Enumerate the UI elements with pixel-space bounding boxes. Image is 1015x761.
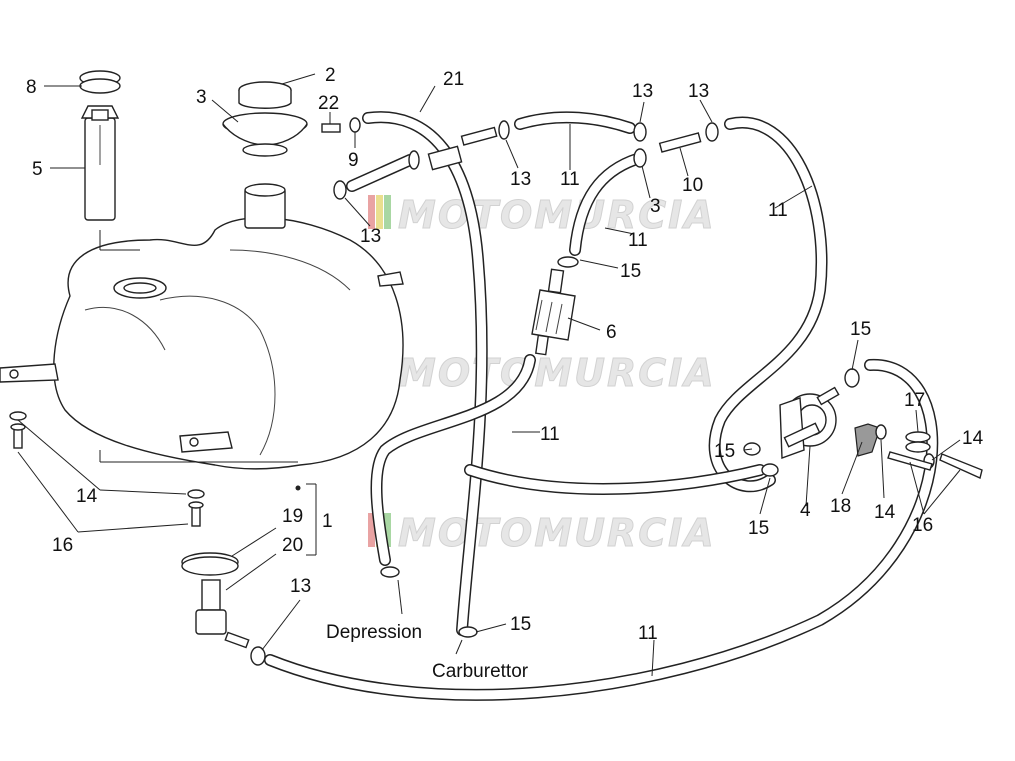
callout-6: 6 <box>606 322 617 343</box>
callout-15-lower: 15 <box>748 518 769 539</box>
callout-14-left: 14 <box>76 486 98 507</box>
callout-19: 19 <box>282 506 303 527</box>
callout-13-tap: 13 <box>290 576 311 597</box>
callout-numbers: 8 5 2 3 22 9 21 13 13 11 13 13 10 3 11 1… <box>26 65 984 644</box>
washers-14 <box>9 411 935 499</box>
callout-4: 4 <box>800 500 811 521</box>
callout-11-mid: 11 <box>540 424 560 445</box>
watermark-text-top: MOTOMURCIA <box>398 193 716 237</box>
callout-13-right: 13 <box>632 81 653 102</box>
fuel-pump-4 <box>779 386 840 459</box>
callout-13-far: 13 <box>688 81 709 102</box>
callout-15-filter: 15 <box>620 261 641 282</box>
callout-22: 22 <box>318 93 339 114</box>
callout-3-clamp: 3 <box>650 196 661 217</box>
callout-5: 5 <box>32 159 43 180</box>
callout-13-tank: 13 <box>360 226 381 247</box>
hoses <box>264 111 939 701</box>
callout-15-top: 15 <box>850 319 871 340</box>
fuel-filter-6 <box>531 268 576 356</box>
leader-lines <box>17 73 961 677</box>
watermark-middle: MOTOMURCIA <box>368 351 716 396</box>
watermark-top: MOTOMURCIA <box>368 193 716 238</box>
screws-16 <box>10 423 983 527</box>
callout-1: 1 <box>322 511 333 532</box>
callout-2: 2 <box>325 65 336 86</box>
callout-11-right: 11 <box>768 200 788 221</box>
callout-10: 10 <box>682 175 703 196</box>
callout-11-bottom: 11 <box>638 623 658 644</box>
callout-16-left: 16 <box>52 535 73 556</box>
callout-14-right: 14 <box>874 502 896 523</box>
fittings <box>250 117 860 666</box>
label-depression: Depression <box>326 622 422 643</box>
callout-13-mid: 13 <box>510 169 531 190</box>
callout-16-right: 16 <box>912 515 933 536</box>
callout-14-far: 14 <box>962 428 984 449</box>
watermark-bottom: MOTOMURCIA <box>368 511 716 556</box>
filler-neck-3 <box>222 112 308 157</box>
callout-20: 20 <box>282 535 303 556</box>
callout-15-carb: 15 <box>510 614 531 635</box>
callout-3-neck: 3 <box>196 87 207 108</box>
callout-11-top: 11 <box>560 169 580 190</box>
callout-9: 9 <box>348 150 359 171</box>
callout-17: 17 <box>904 390 925 411</box>
callout-8: 8 <box>26 77 37 98</box>
hose-clamp-19 <box>181 552 239 576</box>
callout-11-filter: 11 <box>628 230 648 251</box>
watermark-text-bottom: MOTOMURCIA <box>398 511 716 555</box>
fuel-level-sender-5 <box>80 105 120 221</box>
label-carburettor: Carburettor <box>432 661 529 682</box>
callout-21: 21 <box>443 69 464 90</box>
fuel-cap-2 <box>238 81 292 109</box>
callout-18: 18 <box>830 496 851 517</box>
fuel-tank <box>0 183 404 470</box>
callout-15-pump: 15 <box>714 441 735 462</box>
fuel-tap-20 <box>195 579 250 649</box>
bracket-18 <box>854 423 881 457</box>
gasket-ring-8 <box>79 70 121 94</box>
watermark-text-middle: MOTOMURCIA <box>398 351 716 395</box>
